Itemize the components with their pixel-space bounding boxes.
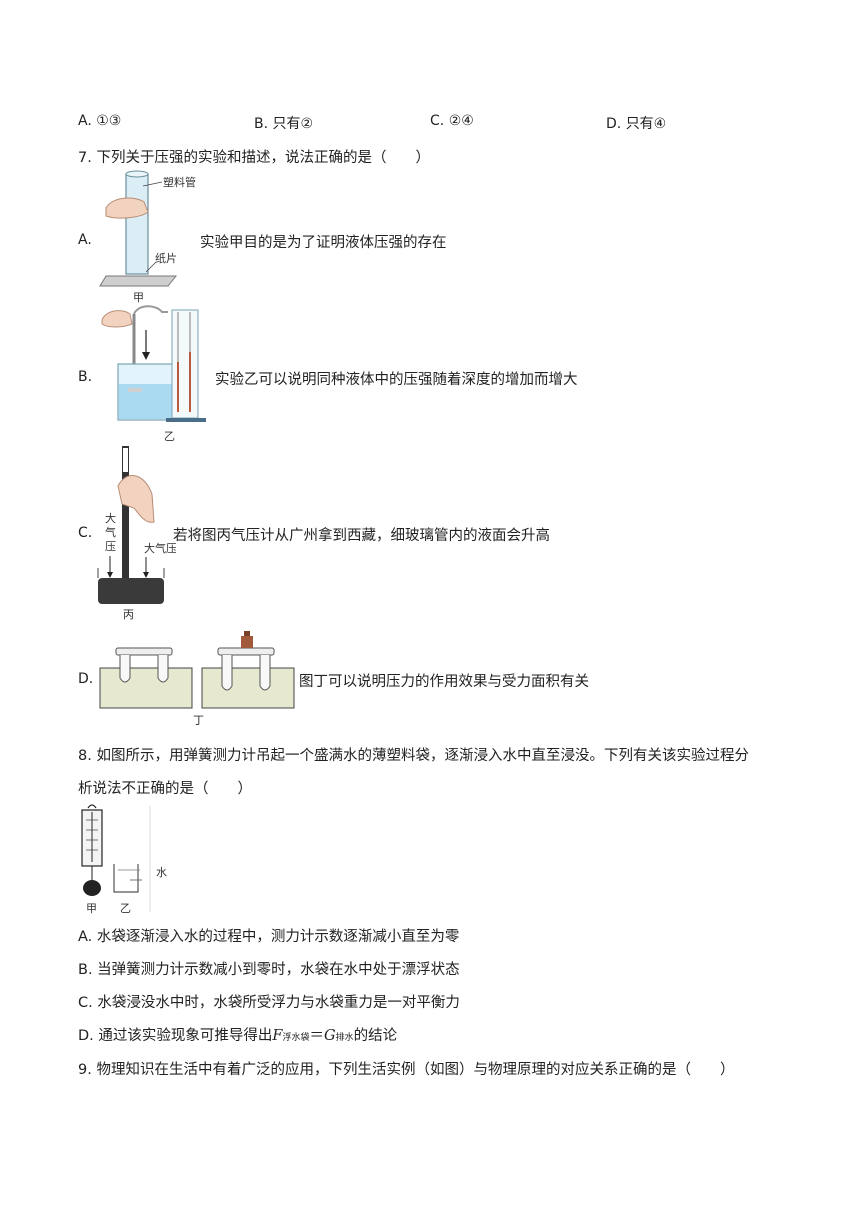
figure-ding-sponge-table: 丁 [98,628,298,734]
q7-a-text: 实验甲目的是为了证明液体压强的存在 [200,235,447,251]
q7-d-letter: D. [78,671,94,687]
caption-bing: 丙 [123,608,134,621]
q7-c-letter: C. [78,525,93,541]
label-yi: 乙 [120,902,131,914]
q6-option-d: D. 只有④ [606,116,667,132]
svg-text:大: 大 [105,511,116,525]
q8-stem-line2: 析说法不正确的是（ ） [78,781,252,797]
figure-spring-scale-water-bag: 水 甲 乙 [78,802,170,918]
q7-d-text: 图丁可以说明压力的作用效果与受力面积有关 [299,674,589,690]
caption-jia: 甲 [133,291,144,304]
label-water: 水 [156,866,167,879]
q6-option-b: B. 只有② [254,116,314,132]
label-jia: 甲 [86,902,97,914]
label-plastic-tube: 塑料管 [163,175,196,189]
q8-option-d: D. 通过该实验现象可推导得出F浮水袋＝G排水的结论 [78,1028,398,1044]
figure-bing-barometer: 大 气 压 大气压 丙 [96,444,177,626]
q8-option-c: C. 水袋浸没水中时，水袋所受浮力与水袋重力是一对平衡力 [78,995,460,1011]
q8-option-b: B. 当弹簧测力计示数减小到零时，水袋在水中处于漂浮状态 [78,962,460,978]
q7-stem: 7. 下列关于压强的实验和描述，说法正确的是（ ） [78,150,430,166]
svg-text:大气压: 大气压 [144,541,176,555]
caption-yi: 乙 [164,430,175,443]
q8-option-a: A. 水袋逐渐浸入水的过程中，测力计示数逐渐减小直至为零 [78,929,460,945]
q6-option-c: C. ②④ [430,113,474,129]
q7-a-letter: A. [78,232,92,248]
q7-b-letter: B. [78,369,93,385]
caption-ding: 丁 [193,714,204,727]
q6-option-a: A. ①③ [78,113,122,129]
figure-jia-plastic-tube: 塑料管 纸片 甲 [98,168,208,310]
q7-c-text: 若将图丙气压计从广州拿到西藏，细玻璃管内的液面会升高 [173,528,550,544]
q8-stem-line1: 8. 如图所示，用弹簧测力计吊起一个盛满水的薄塑料袋，逐渐浸入水中直至浸没。下列… [78,748,749,764]
svg-text:压: 压 [105,540,116,553]
q7-b-text: 实验乙可以说明同种液体中的压强随着深度的增加而增大 [215,372,578,388]
svg-text:气: 气 [105,525,116,539]
figure-yi-pressure-gauge: 乙 [98,302,218,448]
label-paper: 纸片 [155,252,177,265]
q9-stem: 9. 物理知识在生活中有着广泛的应用，下列生活实例（如图）与物理原理的对应关系正… [78,1062,735,1078]
